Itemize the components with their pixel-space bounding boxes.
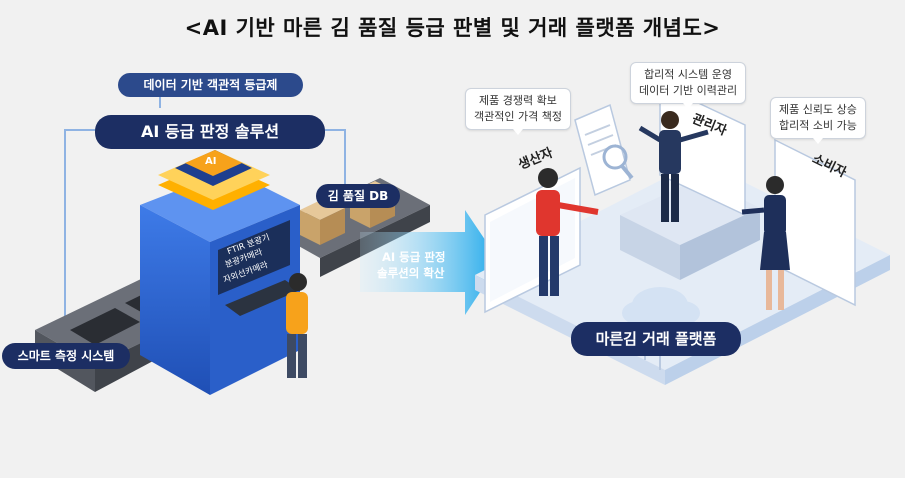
trading-platform-label: 마른김 거래 플랫폼 bbox=[571, 322, 741, 356]
producer-speech-bubble: 제품 경쟁력 확보 객관적인 가격 책정 bbox=[465, 88, 571, 135]
smart-measurement-label: 스마트 측정 시스템 bbox=[2, 343, 130, 369]
seaweed-db-label: 김 품질 DB bbox=[316, 184, 400, 208]
consumer-benefit-1: 제품 신뢰도 상승 bbox=[779, 103, 857, 116]
consumer-benefit-2: 합리적 소비 가능 bbox=[779, 119, 857, 132]
diffusion-arrow-line1: AI 등급 판정 bbox=[382, 250, 446, 264]
producer-person bbox=[536, 168, 599, 296]
manager-benefit-1: 합리적 시스템 운영 bbox=[644, 68, 733, 81]
consumer-person bbox=[741, 176, 790, 310]
diffusion-arrow-line2: 솔루션의 확산 bbox=[377, 266, 445, 280]
objective-grading-tag: 데이터 기반 객관적 등급제 bbox=[118, 73, 303, 97]
cloud-icon bbox=[622, 287, 700, 370]
operator-person bbox=[286, 273, 308, 378]
consumer-speech-bubble: 제품 신뢰도 상승 합리적 소비 가능 bbox=[770, 97, 866, 144]
manager-speech-bubble: 합리적 시스템 운영 데이터 기반 이력관리 bbox=[630, 62, 747, 109]
chip-label: AI bbox=[205, 156, 217, 167]
page-title: <AI 기반 마른 김 품질 등급 판별 및 거래 플랫폼 개념도> bbox=[184, 16, 721, 40]
diffusion-arrow bbox=[360, 210, 500, 315]
manager-person bbox=[638, 111, 709, 222]
producer-benefit-1: 제품 경쟁력 확보 bbox=[479, 94, 557, 107]
ai-chip-stack bbox=[158, 150, 270, 210]
document-icon bbox=[574, 103, 634, 197]
ai-solution-label: AI 등급 판정 솔루션 bbox=[95, 115, 325, 149]
manager-benefit-2: 데이터 기반 이력관리 bbox=[639, 84, 738, 97]
producer-benefit-2: 객관적인 가격 책정 bbox=[474, 110, 562, 123]
